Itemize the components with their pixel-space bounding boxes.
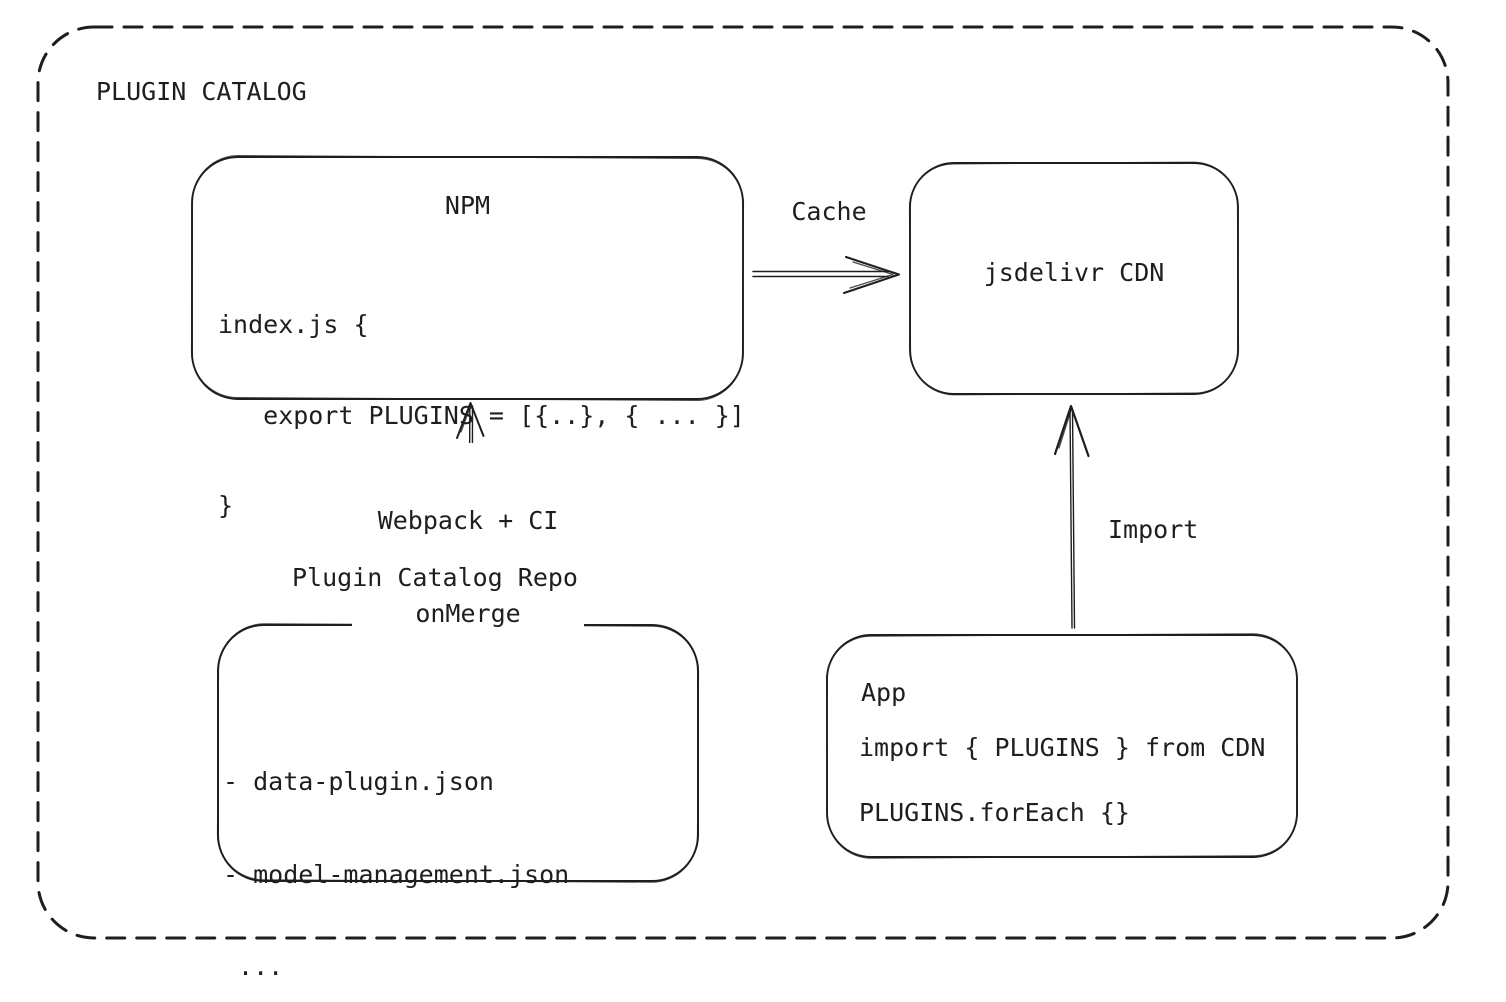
catalog-frame-border <box>36 25 1450 940</box>
cdn-node-box <box>908 161 1240 396</box>
repo-node-label: Plugin Catalog Repo <box>292 563 578 592</box>
repo-file-item: ... <box>223 952 284 981</box>
import-arrow-label: Import <box>1108 515 1199 544</box>
diagram-title: PLUGIN CATALOG <box>96 77 307 106</box>
cdn-node-label: jsdelivr CDN <box>983 258 1165 287</box>
app-code-line: import { PLUGINS } from CDN <box>859 733 1266 762</box>
npm-code-line: export PLUGINS = [{..}, { ... }] <box>218 400 745 430</box>
build-arrow-label-line: onMerge <box>415 599 521 628</box>
npm-code-block: index.js { export PLUGINS = [{..}, { ...… <box>218 250 745 582</box>
repo-file-list: - data-plugin.json - model-management.js… <box>223 706 569 1002</box>
repo-file-item: - data-plugin.json <box>223 767 494 796</box>
app-node-title: App <box>861 678 907 707</box>
npm-code-line: } <box>218 491 234 520</box>
cache-arrow <box>752 256 900 294</box>
build-arrow-label: Webpack + CI onMerge <box>352 443 584 691</box>
app-code-line: PLUGINS.forEach {} <box>859 798 1130 827</box>
npm-node-title: NPM <box>444 191 491 220</box>
npm-node-box <box>190 155 745 402</box>
build-arrow-label-line: Webpack + CI <box>377 506 559 535</box>
import-arrow <box>1053 404 1090 629</box>
app-node-box <box>825 633 1299 859</box>
repo-file-item: - model-management.json <box>223 859 570 889</box>
npm-code-line: index.js { <box>218 310 369 339</box>
cache-arrow-label: Cache <box>791 197 867 226</box>
